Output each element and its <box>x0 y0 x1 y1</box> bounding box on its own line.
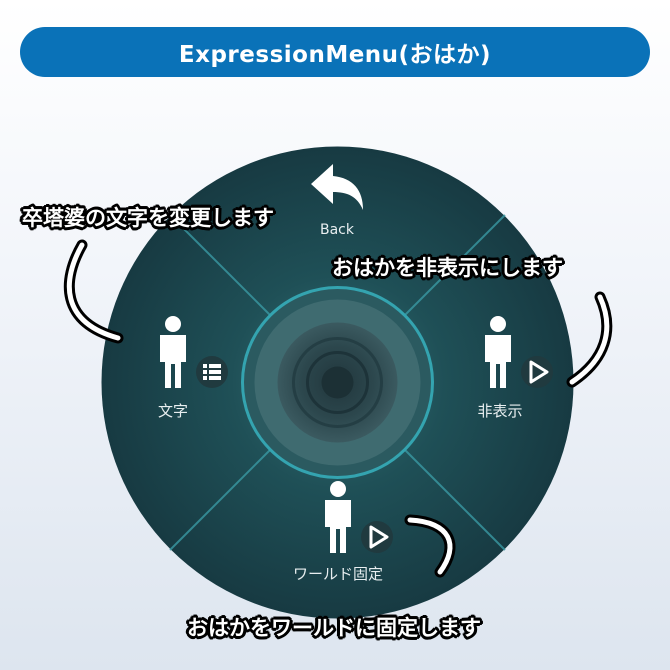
callout-hide: おはかを非表示にします <box>332 256 563 280</box>
menu-item-text[interactable]: 文字 <box>125 310 255 430</box>
menu-title: ExpressionMenu(おはか) <box>178 42 492 68</box>
person-icon <box>485 316 511 388</box>
radial-menu-background <box>101 146 574 619</box>
callout-text-change: 卒塔婆の文字を変更します <box>22 206 274 230</box>
menu-item-hide[interactable]: 非表示 <box>445 310 575 430</box>
play-icon <box>521 356 553 388</box>
list-icon <box>196 356 228 388</box>
radial-expression-menu: Back 文字 非表示 <box>100 145 575 620</box>
menu-item-text-label: 文字 <box>157 402 189 420</box>
menu-item-world-fixed-label: ワールド固定 <box>292 565 384 583</box>
back-label: Back <box>320 222 354 238</box>
menu-item-hide-label: 非表示 <box>477 402 523 420</box>
menu-item-world-fixed[interactable]: ワールド固定 <box>270 475 410 595</box>
callout-world-fixed: おはかをワールドに固定します <box>187 616 481 640</box>
person-icon <box>160 316 186 388</box>
person-icon <box>325 481 351 553</box>
back-arrow-icon <box>311 164 363 210</box>
menu-title-bar: ExpressionMenu(おはか) <box>20 27 650 77</box>
back-button[interactable]: Back <box>285 155 390 260</box>
play-icon <box>361 521 393 553</box>
